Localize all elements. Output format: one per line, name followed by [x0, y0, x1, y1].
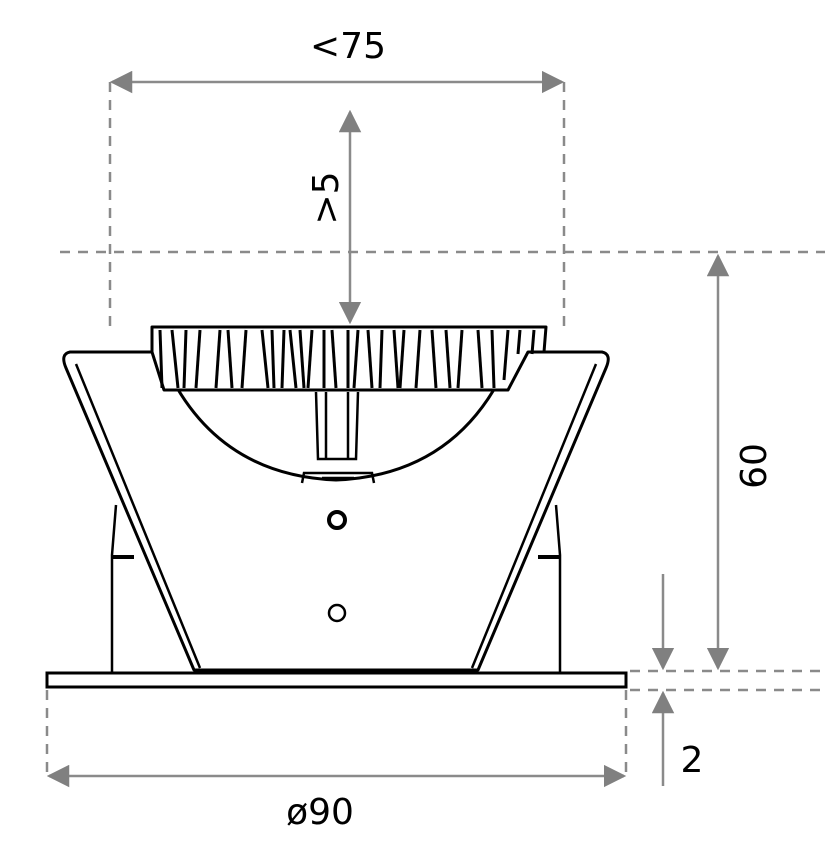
dimension-arrows [46, 70, 730, 788]
thickness-label: 2 [681, 740, 704, 781]
luminaire [45, 325, 628, 689]
diameter-label: ø90 [286, 792, 354, 833]
pivot-hole-lower [327, 603, 347, 623]
left-housing-leg [110, 504, 118, 672]
pivot-hole-upper [327, 510, 347, 530]
depth-label: 60 [734, 443, 775, 489]
width-label: <75 [310, 26, 386, 67]
right-housing-leg [554, 504, 562, 672]
extension-lines [45, 82, 825, 778]
center-stem [314, 391, 360, 461]
lens-clip [300, 471, 376, 484]
trim-flange [45, 671, 628, 689]
clearance-label: >5 [306, 171, 347, 224]
heatsink-fins [158, 329, 536, 389]
